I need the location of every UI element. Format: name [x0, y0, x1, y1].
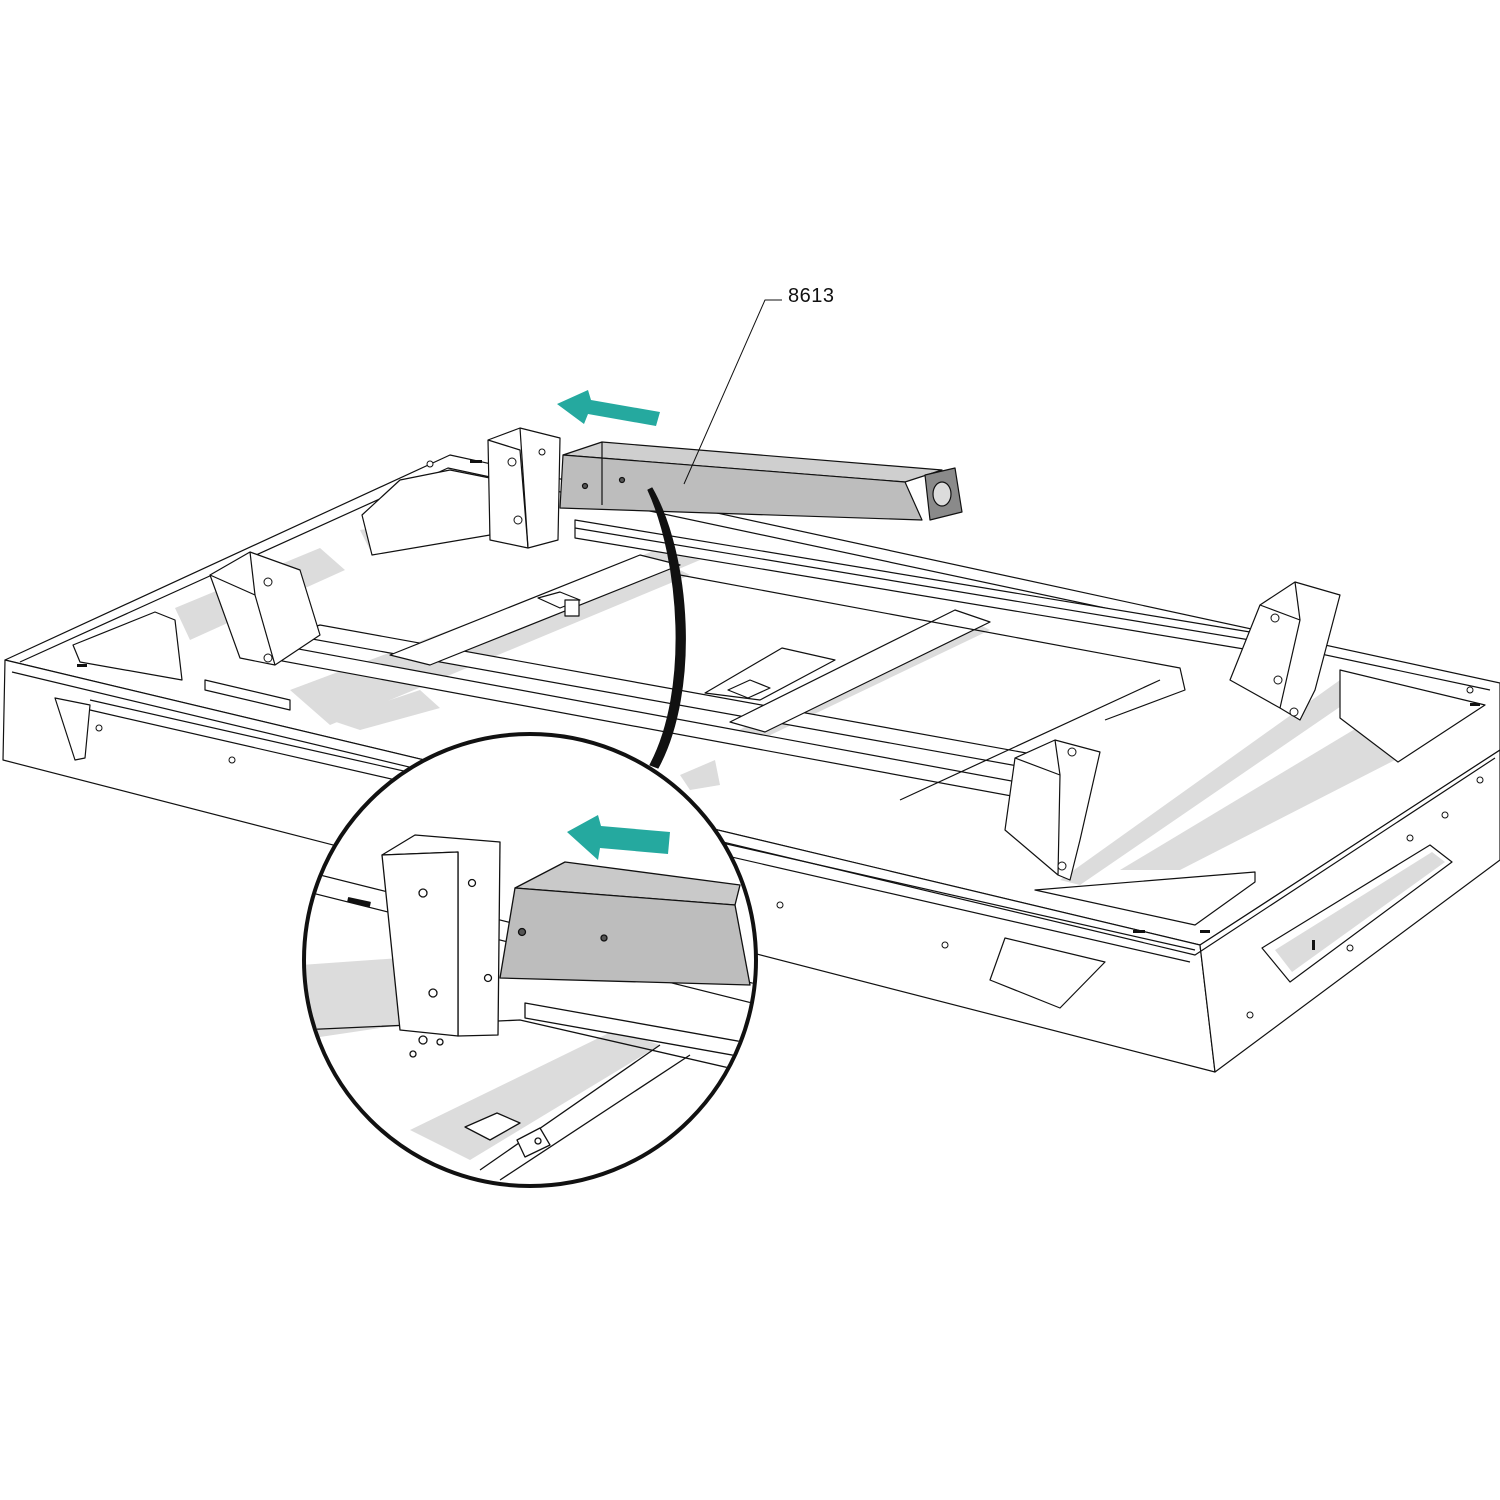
cross-member-mid [729, 609, 991, 733]
detail-circle-border [302, 732, 758, 1188]
front-slot-center [989, 937, 1106, 1009]
insertion-direction-arrow [557, 390, 660, 426]
center-plate-tab [727, 679, 771, 699]
detail-connector [647, 487, 686, 769]
detail-small-bracket [464, 1112, 551, 1158]
detail-insertion-arrow [567, 815, 670, 860]
right-bottom-plate [1034, 871, 1256, 926]
front-slot-left [54, 697, 91, 761]
leg-brackets [209, 427, 1341, 881]
detail-part-8613 [499, 861, 751, 986]
part-8613-end-hole [932, 481, 952, 507]
slotted-plate [204, 679, 291, 711]
right-end-panel [1339, 669, 1486, 763]
inner-structure [72, 469, 1486, 963]
mounting-holes [95, 448, 1484, 1019]
leg-bracket-rear-right [1229, 581, 1341, 721]
detail-rail [524, 1002, 754, 1061]
detail-view [302, 732, 758, 1188]
callout-leader-line [683, 299, 782, 485]
front-slot-right-shade [1275, 852, 1445, 972]
part-8613-side [559, 454, 923, 521]
leg-bracket-front-right [1004, 739, 1101, 881]
part-8613 [559, 441, 963, 521]
detail-floor-shade [306, 958, 400, 1040]
detail-leg-bracket [381, 834, 501, 1058]
cross-member-left [389, 554, 681, 666]
frame-slots [77, 460, 1480, 950]
part-number-label: 8613 [788, 285, 835, 307]
leg-bracket-front-left [209, 551, 321, 666]
left-side-brace [72, 611, 183, 681]
leg-bracket-rear-left [487, 427, 561, 549]
